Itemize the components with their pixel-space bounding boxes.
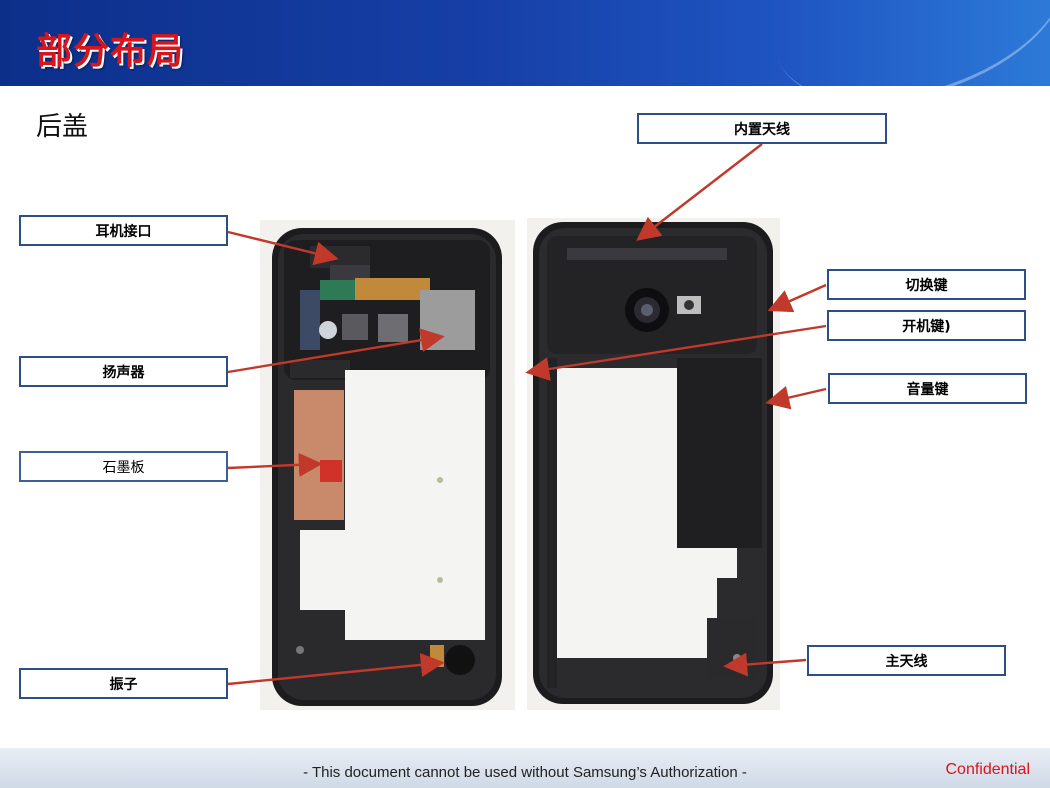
section-subtitle: 后盖 bbox=[36, 112, 89, 142]
label-switch-key: 切换键 bbox=[827, 269, 1026, 300]
left-back-cover-photo bbox=[260, 220, 515, 710]
label-internal-antenna: 内置天线 bbox=[637, 113, 887, 144]
title-banner bbox=[0, 0, 1050, 86]
label-volume-key: 音量键 bbox=[828, 373, 1027, 404]
confidential-mark: Confidential bbox=[945, 761, 1031, 778]
label-main-antenna: 主天线 bbox=[807, 645, 1006, 676]
label-power-key: 开机键) bbox=[827, 310, 1026, 341]
label-speaker: 扬声器 bbox=[19, 356, 228, 387]
right-chassis-photo bbox=[527, 218, 780, 710]
label-earphone-jack: 耳机接口 bbox=[19, 215, 228, 246]
label-vibrator: 振子 bbox=[19, 668, 228, 699]
footer-bar bbox=[0, 748, 1050, 788]
label-graphite-sheet: 石墨板 bbox=[19, 451, 228, 482]
page-title: 部分布局 bbox=[36, 30, 185, 72]
arrow-switch-key bbox=[767, 283, 827, 313]
footer-disclaimer: - This document cannot be used without S… bbox=[303, 764, 747, 781]
